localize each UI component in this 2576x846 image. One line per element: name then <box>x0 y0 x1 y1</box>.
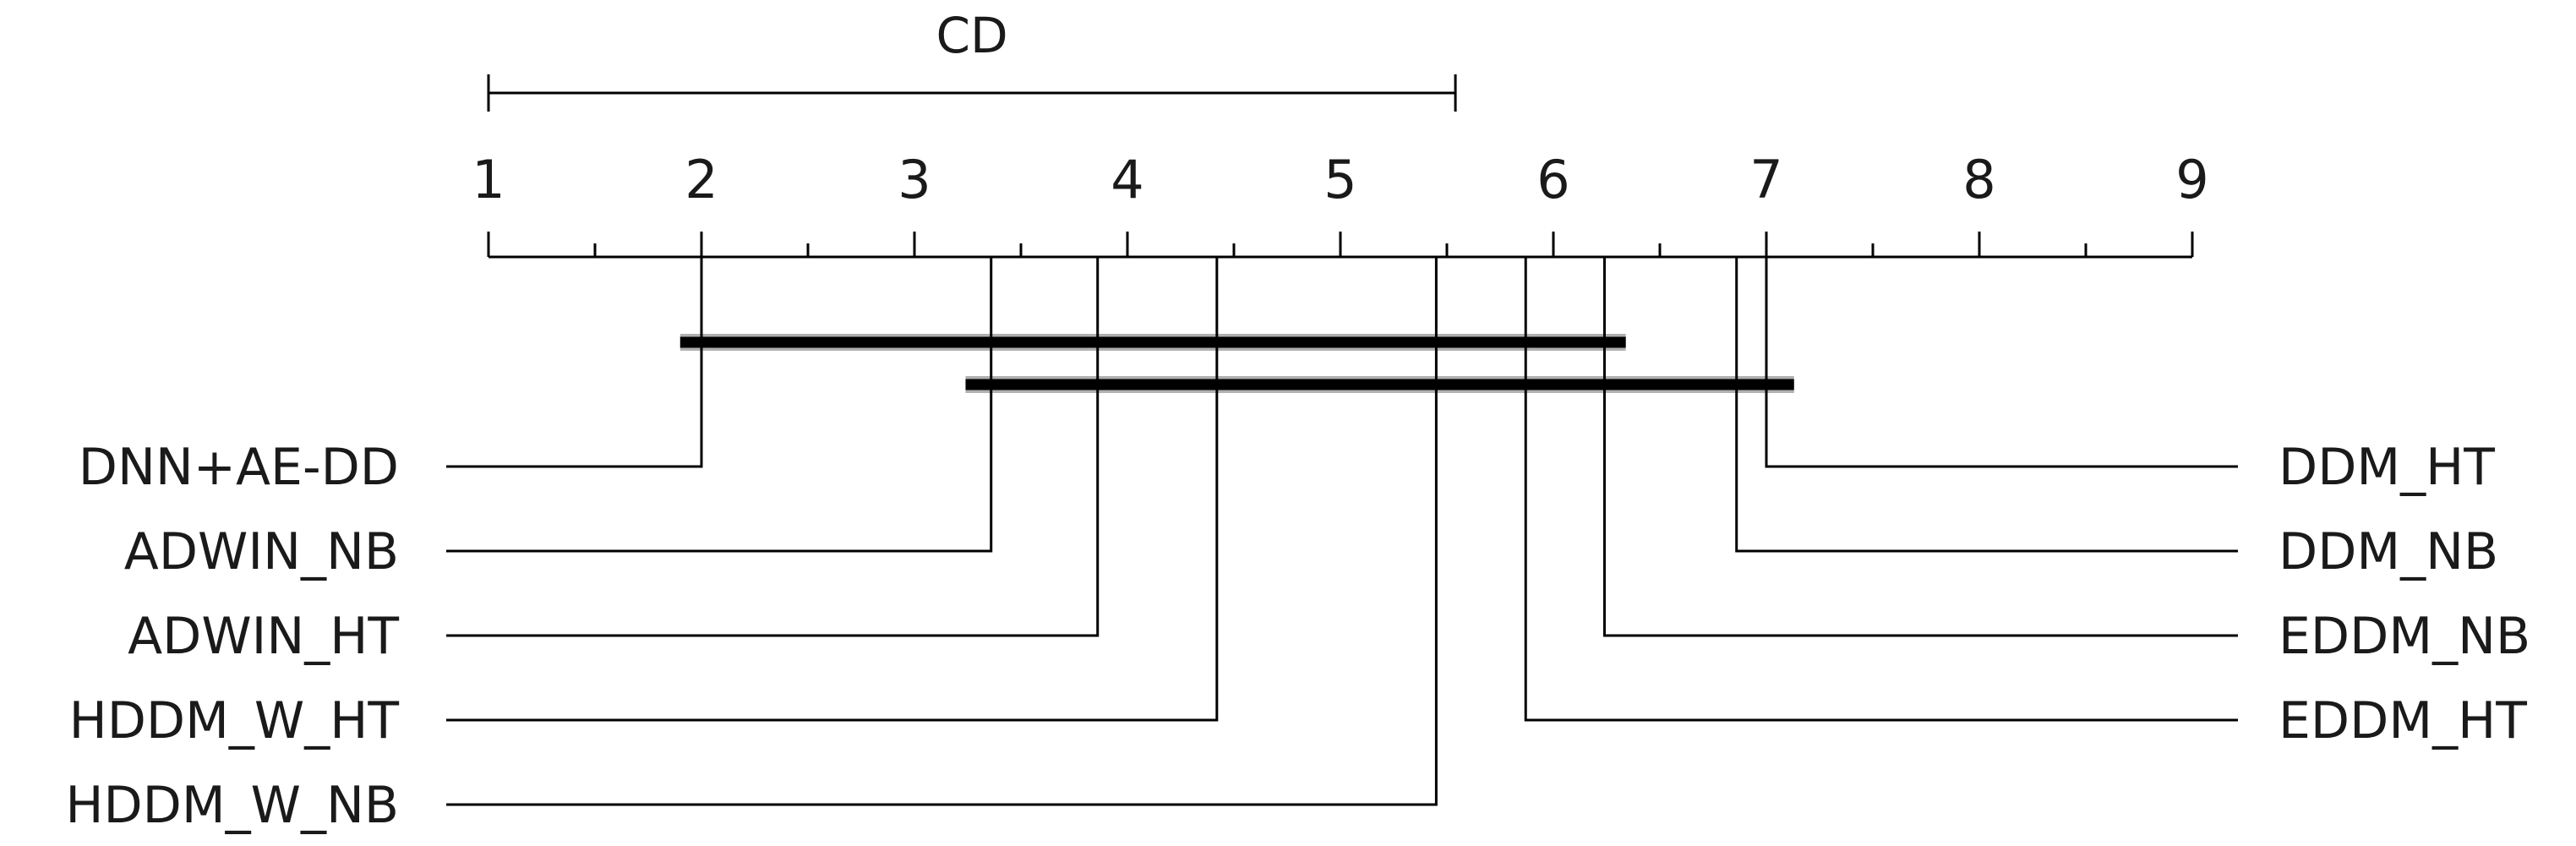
method-connector <box>1735 257 2238 553</box>
method-label: DDM_HT <box>2279 438 2495 497</box>
rank-axis: 1 2 3 4 5 6 7 8 9 <box>472 149 2209 259</box>
tick-label: 2 <box>685 149 718 210</box>
method-connector <box>1602 257 2238 637</box>
method-label: EDDM_HT <box>2279 691 2527 750</box>
clique-bars <box>679 334 1794 393</box>
tick-label: 9 <box>2175 149 2208 210</box>
tick-label: 8 <box>1962 149 1995 210</box>
method-label: EDDM_NB <box>2279 607 2530 666</box>
method-label: ADWIN_HT <box>128 607 399 666</box>
method-label: ADWIN_NB <box>124 522 399 581</box>
tick-label: 7 <box>1749 149 1782 210</box>
method-connector <box>1765 257 2238 468</box>
method-label: HDDM_W_NB <box>65 776 399 835</box>
cd-label: CD <box>936 7 1007 64</box>
tick-label: 3 <box>898 149 931 210</box>
tick-label: 4 <box>1111 149 1143 210</box>
method-label: DDM_NB <box>2279 522 2498 581</box>
method-connector <box>446 257 1100 637</box>
method-connector <box>446 257 993 553</box>
tick-label: 6 <box>1536 149 1569 210</box>
method-connector <box>446 257 1438 806</box>
method-connector <box>446 257 703 468</box>
method-connector <box>446 257 1219 722</box>
cd-bar: CD <box>487 7 1457 112</box>
method-connector <box>1524 257 2238 722</box>
tick-label: 1 <box>472 149 505 210</box>
method-label: HDDM_W_HT <box>69 691 400 750</box>
method-label: DNN+AE-DD <box>79 438 399 497</box>
tick-label: 5 <box>1323 149 1356 210</box>
method-labels: DNN+AE-DD ADWIN_NB ADWIN_HT HDDM_W_HT HDDM_W… <box>65 257 2530 835</box>
